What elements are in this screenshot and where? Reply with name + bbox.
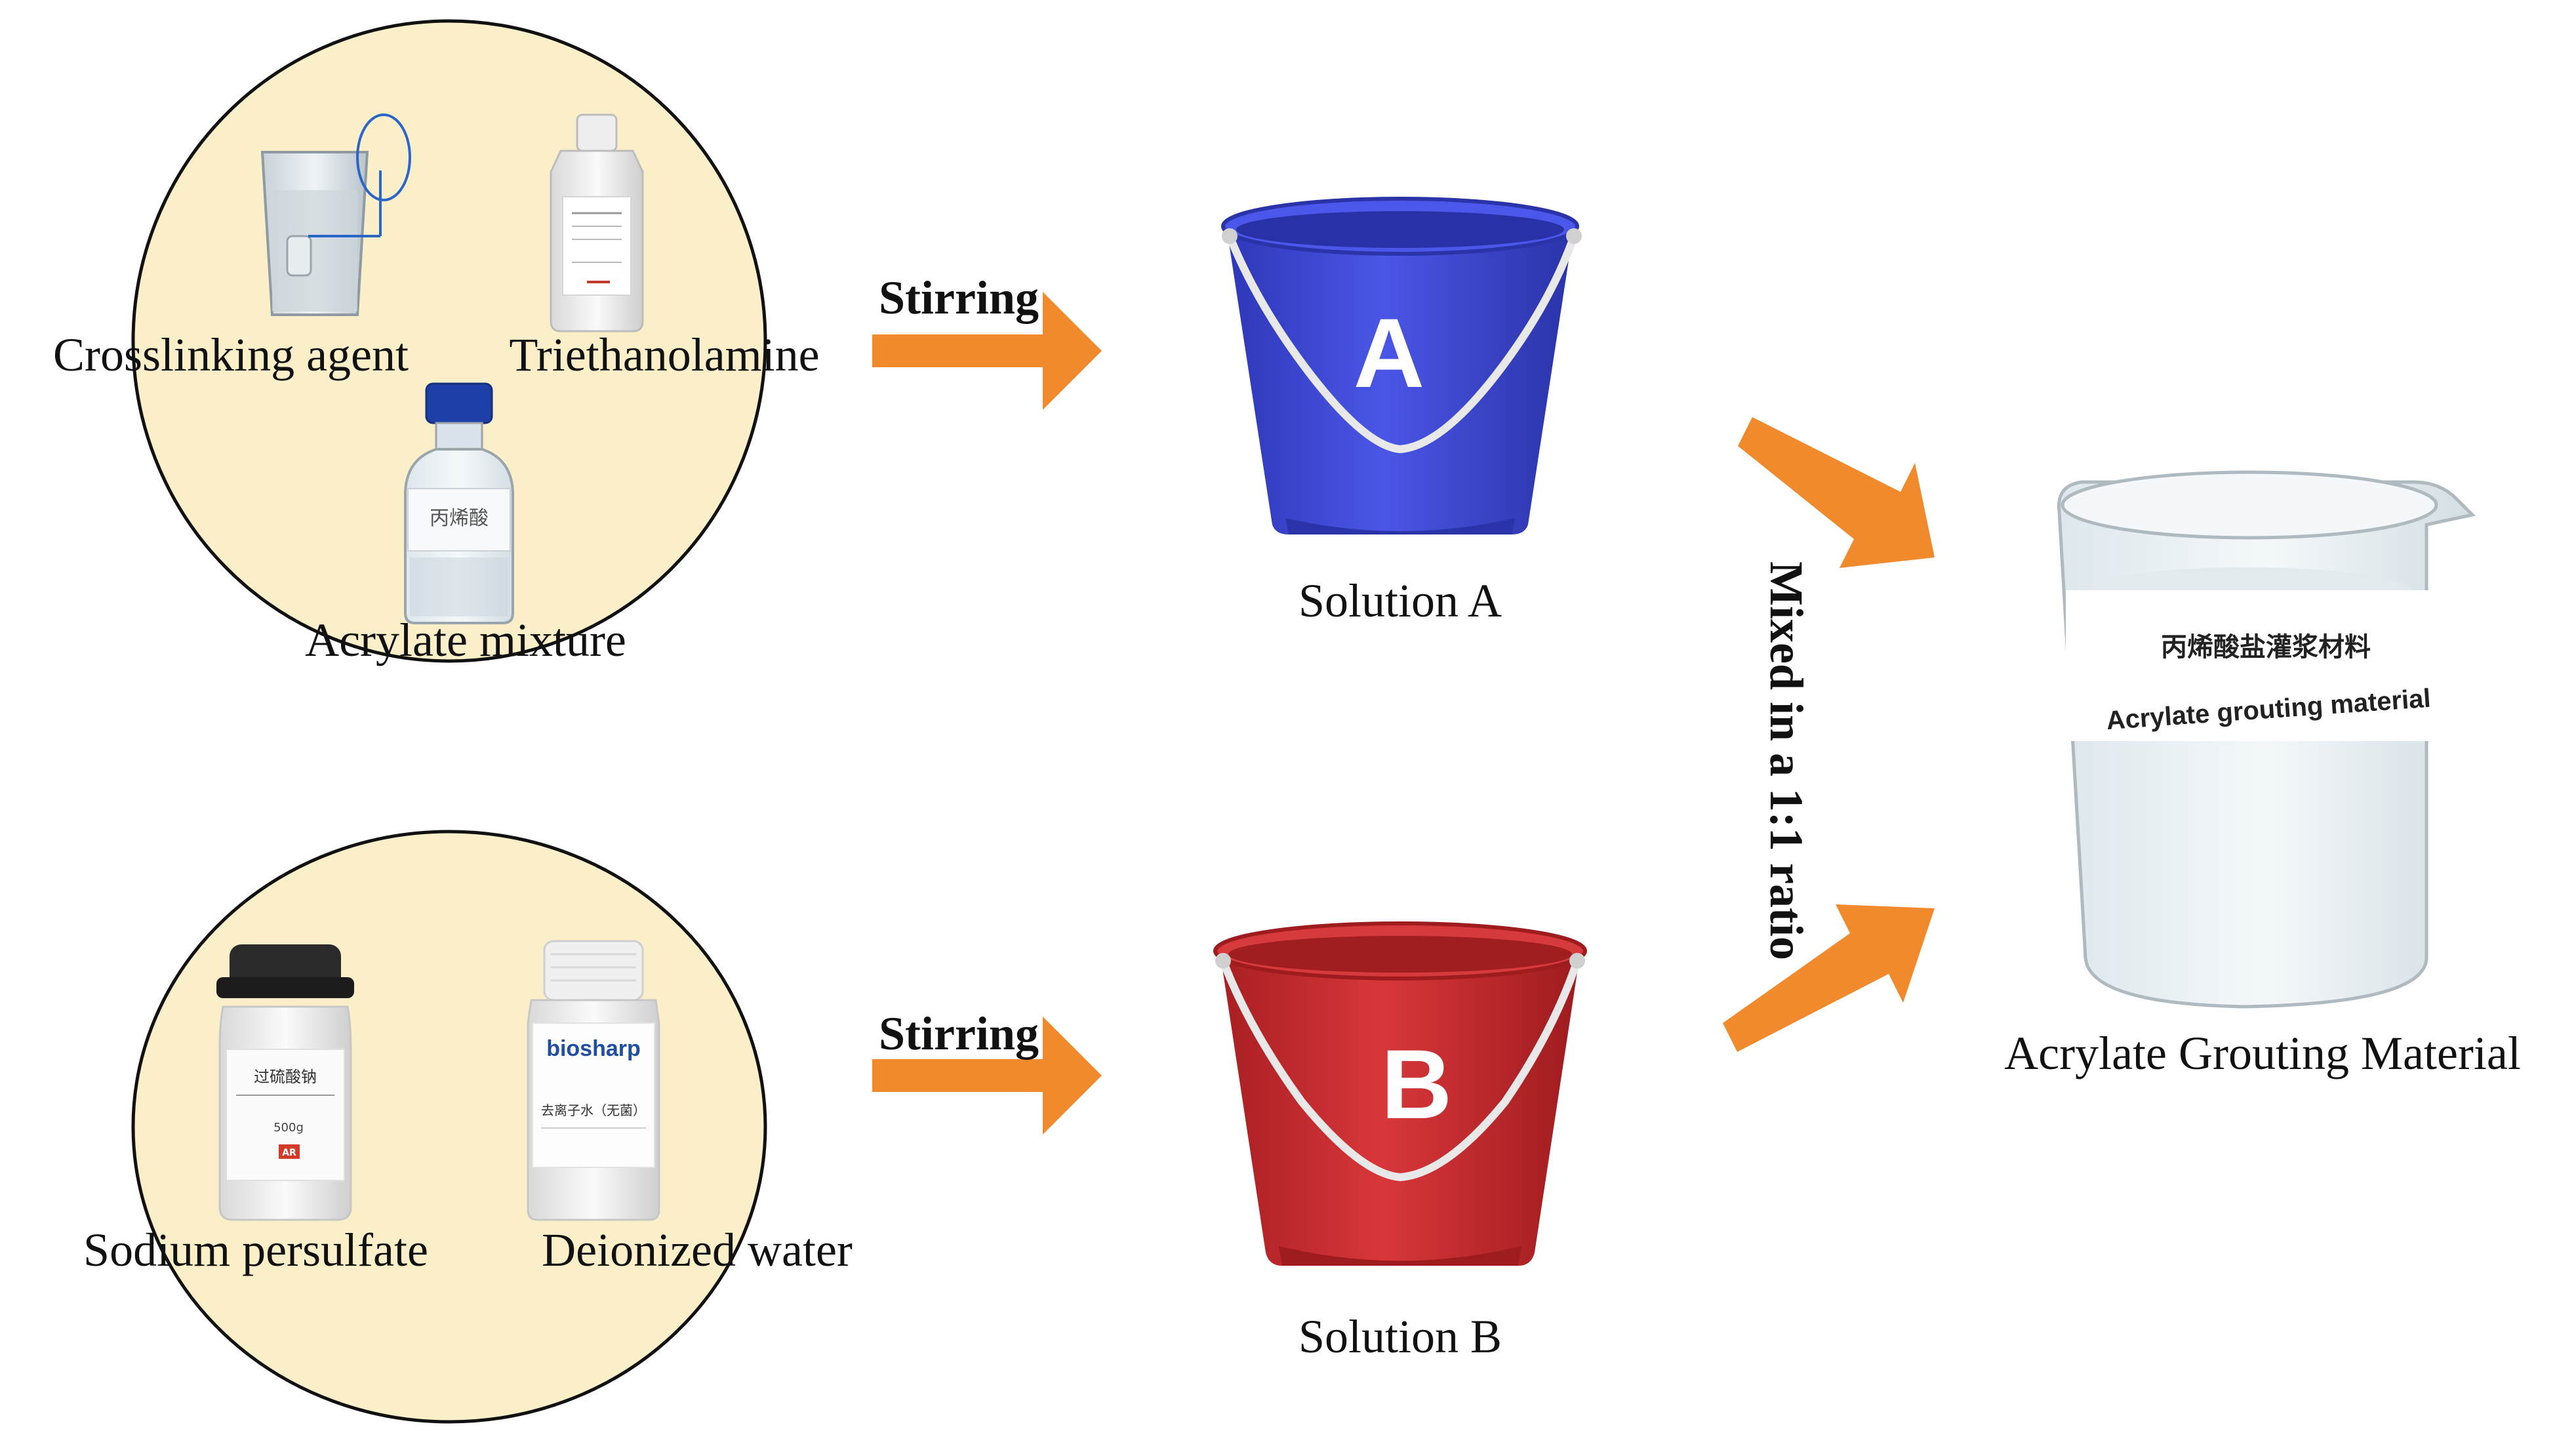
stirring-arrow-top: Stirring: [872, 272, 1102, 410]
ingredient-label-deionized-water: Deionized water: [542, 1224, 853, 1276]
jar-grade-badge: AR: [282, 1148, 296, 1158]
ingredient-label-triethanolamine: Triethanolamine: [509, 329, 819, 381]
reagent-jar-icon: 过硫酸钠 500g AR: [216, 944, 354, 1221]
product-beaker-icon: 丙烯酸盐灌浆材料 Acrylate grouting material: [2057, 470, 2476, 1009]
ingredient-label-sodium-persulfate: Sodium persulfate: [83, 1224, 428, 1276]
ingredient-group-a: 丙烯酸 Crosslinking agent Triethanolamine A…: [53, 19, 820, 666]
mix-arrow-top: [1738, 417, 1935, 568]
water-label-text: 去离子水（无菌）: [541, 1102, 646, 1118]
reagent-bottle-icon: [550, 113, 644, 333]
stirring-arrow-bottom: Stirring: [872, 1007, 1102, 1135]
mix-ratio-label: Mixed in a 1:1 ratio: [1760, 561, 1813, 960]
product-label: Acrylate Grouting Material: [2004, 1027, 2521, 1079]
glass-bottle-icon: 丙烯酸: [404, 382, 514, 624]
solution-a-bucket: A Solution A: [1221, 197, 1582, 627]
bottle-label-text: 丙烯酸: [430, 507, 489, 530]
bucket-icon: [1221, 197, 1582, 534]
jar-weight-text: 500g: [273, 1121, 304, 1135]
ingredient-label-acrylate-mixture: Acrylate mixture: [305, 614, 626, 666]
water-brand-text: biosharp: [546, 1036, 641, 1061]
bucket-a-letter: A: [1354, 298, 1424, 408]
beaker-chinese-label: 丙烯酸盐灌浆材料: [2161, 632, 2371, 662]
stirring-label-bottom: Stirring: [879, 1007, 1039, 1060]
beaker-icon: [260, 113, 411, 316]
solution-b-label: Solution B: [1298, 1310, 1502, 1363]
mix-arrow-bottom: [1723, 904, 1935, 1052]
stirring-label-top: Stirring: [879, 272, 1039, 324]
ingredient-group-b: 过硫酸钠 500g AR biosharp 去离子水（无菌） Sodium pe…: [83, 830, 853, 1424]
bucket-icon: [1213, 921, 1587, 1266]
bucket-b-letter: B: [1381, 1029, 1452, 1139]
ingredient-label-crosslinking-agent: Crosslinking agent: [53, 329, 409, 381]
jar-label-text: 过硫酸钠: [254, 1068, 317, 1086]
solution-a-label: Solution A: [1298, 574, 1502, 627]
solution-b-bucket: B Solution B: [1213, 921, 1587, 1363]
product-beaker: 丙烯酸盐灌浆材料 Acrylate grouting material Acry…: [2004, 470, 2521, 1079]
water-bottle-icon: biosharp 去离子水（无菌）: [527, 940, 660, 1221]
